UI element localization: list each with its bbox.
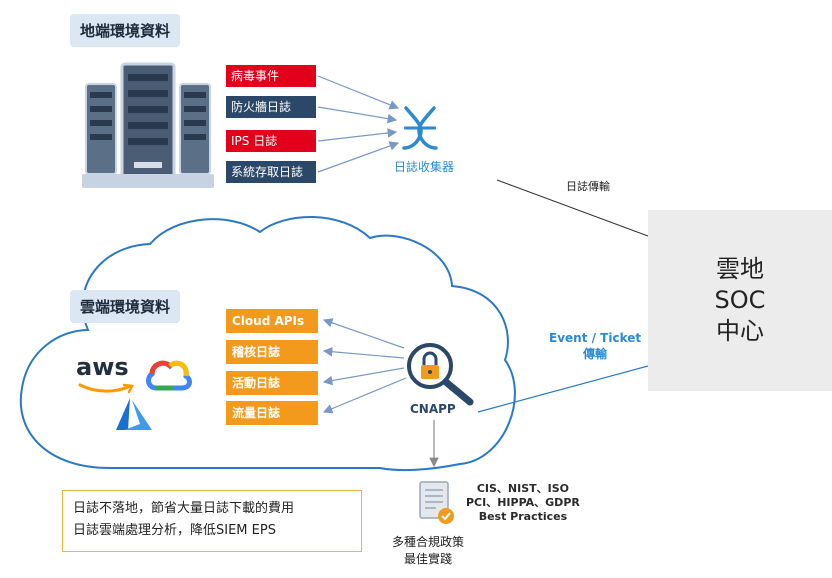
event-ticket-line2: 傳輸: [583, 347, 608, 361]
log-transfer-label: 日誌傳輸: [566, 180, 610, 193]
cloud-log-audit: 稽核日誌: [226, 340, 318, 364]
cloud-title: 雲端環境資料: [70, 290, 181, 323]
onprem-log-firewall: 防火牆日誌: [226, 96, 316, 118]
compliance-document-icon: [419, 481, 454, 524]
benefit-note: 日誌不落地，節省大量日誌下載的費用 日誌雲端處理分析，降低SIEM EPS: [62, 490, 362, 552]
aws-smile-icon: [78, 383, 134, 394]
soc-line3: 中心: [716, 317, 764, 345]
standards-line2: PCI、HIPPA、GDPR: [466, 496, 580, 509]
onprem-title: 地端環境資料: [70, 14, 181, 47]
compliance-policy-label: 多種合規政策 最佳實踐: [392, 534, 464, 568]
soc-line2: SOC: [714, 286, 766, 314]
cnapp-magnifier-lock-icon: [407, 343, 474, 406]
cloud-log-cloud-apis: Cloud APIs: [226, 309, 318, 333]
compliance-standards: CIS、NIST、ISO PCI、HIPPA、GDPR Best Practic…: [466, 482, 580, 524]
policy-line1: 多種合規政策: [392, 535, 465, 549]
event-ticket-line1: Event / Ticket: [549, 331, 642, 345]
aws-logo: aws: [76, 354, 138, 394]
standards-line3: Best Practices: [478, 510, 568, 523]
benefit-note-line1: 日誌不落地，節省大量日誌下載的費用: [73, 501, 295, 516]
cnapp-label: CNAPP: [410, 402, 456, 416]
cloud-log-activity: 活動日誌: [226, 371, 318, 395]
onprem-log-system-access: 系統存取日誌: [226, 161, 316, 183]
server-rack-icon: [82, 62, 214, 188]
log-collector-label: 日誌收集器: [394, 160, 455, 174]
log-collector-icon: [402, 106, 438, 150]
soc-center: 雲地 SOC 中心: [648, 210, 832, 391]
onprem-log-virus-events: 病毒事件: [226, 65, 316, 87]
azure-icon: [116, 398, 152, 430]
soc-line1: 雲地: [716, 255, 764, 283]
cloud-log-traffic: 流量日誌: [226, 401, 318, 425]
policy-line2: 最佳實踐: [404, 552, 453, 566]
onprem-log-ips: IPS 日誌: [226, 130, 316, 152]
standards-line1: CIS、NIST、ISO: [476, 482, 570, 495]
event-ticket-label: Event / Ticket 傳輸: [549, 330, 641, 362]
aws-logo-text: aws: [76, 353, 129, 381]
google-cloud-icon: [146, 360, 192, 391]
benefit-note-line2: 日誌雲端處理分析，降低SIEM EPS: [73, 523, 276, 538]
